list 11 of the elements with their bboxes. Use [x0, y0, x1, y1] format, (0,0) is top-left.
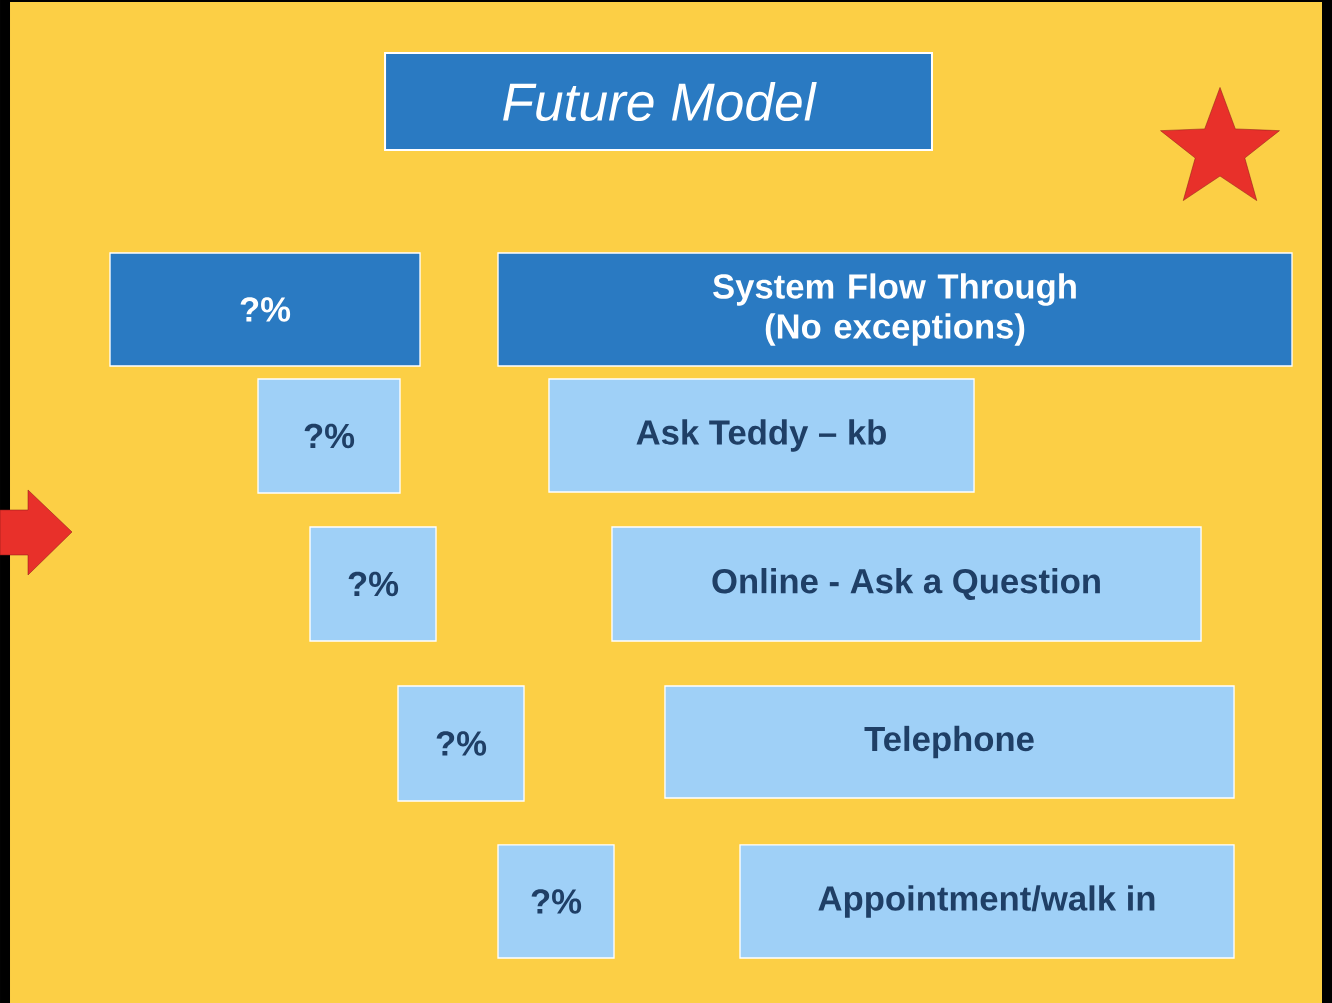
channel-box: Ask Teddy – kb — [548, 378, 975, 493]
channel-box: Appointment/walk in — [739, 844, 1235, 959]
title-box: Future Model — [384, 51, 933, 152]
percent-box: ?% — [309, 526, 437, 642]
header-box: ?% — [109, 252, 421, 367]
percent-box: ?% — [257, 378, 401, 494]
channel-box: Online - Ask a Question — [611, 526, 1202, 642]
percent-box: ?% — [497, 844, 615, 959]
percent-box: ?% — [397, 685, 525, 802]
header-box: System Flow Through (No exceptions) — [497, 252, 1293, 367]
channel-box: Telephone — [664, 685, 1235, 799]
